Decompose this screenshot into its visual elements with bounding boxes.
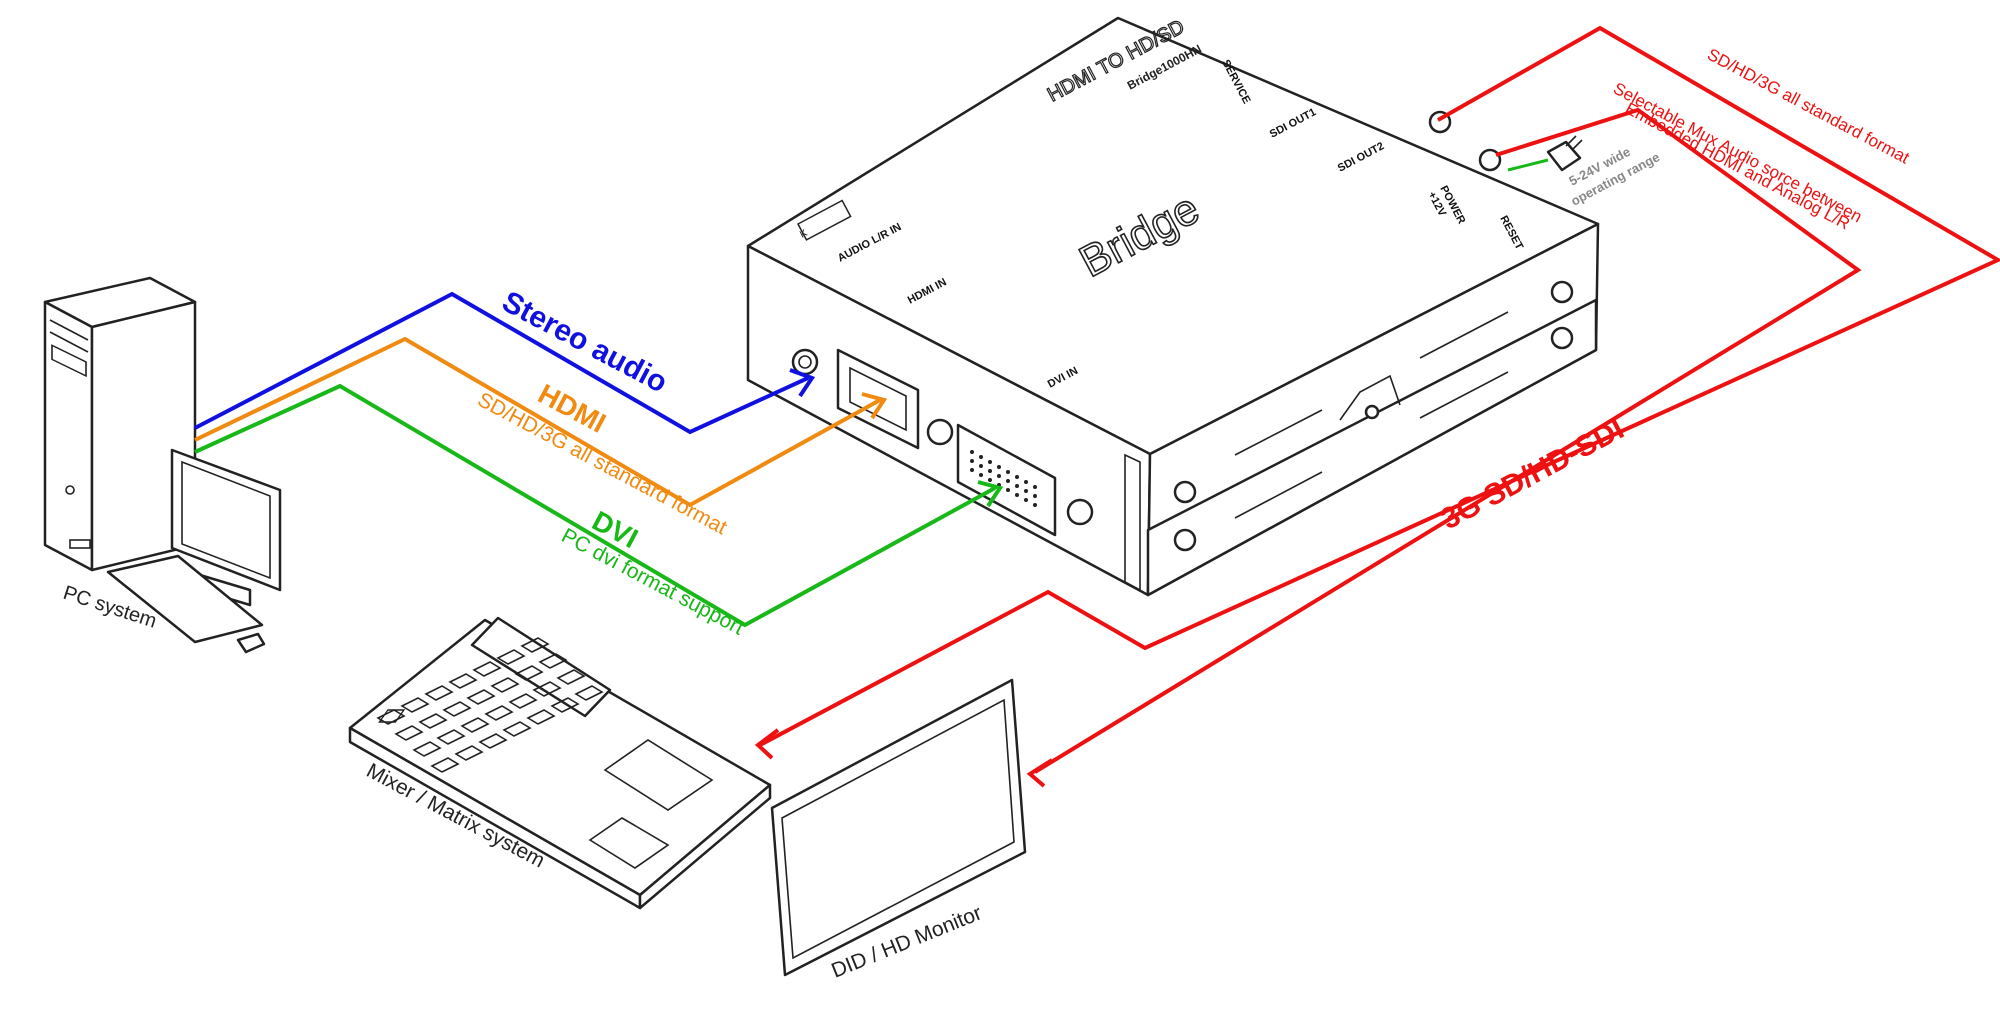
power-adapter-icon (1507, 135, 1583, 172)
dvi-pin (997, 465, 1001, 469)
dvi-screw-left (926, 418, 954, 446)
mixer-keys (376, 637, 604, 773)
mixer-key (490, 677, 520, 693)
mixer-key (436, 729, 466, 745)
dvi-pin (970, 450, 974, 454)
mixer-key (520, 637, 550, 653)
device-logo: K (796, 199, 852, 241)
mixer-key (556, 669, 586, 685)
mixer-key (376, 709, 406, 725)
hdmi-cable (194, 336, 888, 508)
pc-tower (43, 276, 197, 572)
mixer-key (460, 717, 490, 733)
sdi-out2-connector (1478, 148, 1502, 172)
dvi-pin (988, 460, 992, 464)
dvi-in-port[interactable] (956, 423, 1057, 537)
mixer-key (484, 705, 514, 721)
mixer-key (574, 685, 604, 701)
screw-icon (1550, 326, 1574, 350)
dvi-pin (979, 464, 983, 468)
side-vents (1234, 311, 1509, 519)
mixer-key (454, 745, 484, 761)
dvi-cable (194, 383, 1004, 628)
dvi-pin (1033, 494, 1037, 498)
dvi-pin (1015, 475, 1019, 479)
sdi-out1-cable (754, 25, 2000, 760)
dvi-pin (1033, 485, 1037, 489)
dvi-pin (1033, 503, 1037, 507)
dvi-pin (1024, 480, 1028, 484)
dvi-pin (997, 474, 1001, 478)
dvi-pin (988, 478, 992, 482)
dvi-formats-label: PC dvi format support (558, 524, 748, 640)
mixer-key (442, 701, 472, 717)
hd-monitor: DID / HD Monitor (770, 678, 1027, 983)
dvi-pin (1015, 493, 1019, 497)
mixer-key (502, 721, 532, 737)
dvi-pin (970, 468, 974, 472)
mixer-key (430, 757, 460, 773)
screw-icon (1173, 528, 1197, 552)
stereo-audio-label: Stereo audio (497, 285, 673, 399)
mixer-key (550, 697, 580, 713)
dvi-pin (988, 469, 992, 473)
pc-keyboard (106, 554, 266, 654)
sdi-out2-cable (1026, 107, 1862, 788)
mixer-key (472, 661, 502, 677)
screw-icon (1550, 280, 1574, 304)
mixer-key (466, 689, 496, 705)
mixer-key (418, 713, 448, 729)
mixer-key (538, 653, 568, 669)
bridge-device: K AUDIO L/R IN HDMI IN DVI IN HDMI TO HD… (746, 15, 1600, 597)
dvi-pins (970, 450, 1037, 507)
dvi-pin (1006, 488, 1010, 492)
dvi-pin (1024, 498, 1028, 502)
sdi-label: 3G SD/HD-SDI (1436, 412, 1630, 536)
mixer-key (448, 673, 478, 689)
mixer-key (400, 697, 430, 713)
mixer-key (478, 733, 508, 749)
mixer-matrix-system: Mixer / Matrix system (348, 616, 772, 910)
mixer-key (496, 649, 526, 665)
screw-icon (1173, 480, 1197, 504)
mixer-key (514, 665, 544, 681)
mixer-key (532, 681, 562, 697)
pc-monitor (170, 448, 282, 607)
pc-system: PC system (43, 276, 282, 654)
stereo-audio-cable (194, 291, 816, 435)
dvi-pin (1006, 479, 1010, 483)
mixer-key (508, 693, 538, 709)
dvi-pin (970, 459, 974, 463)
dvi-pin (1015, 484, 1019, 488)
dvi-pin (979, 473, 983, 477)
dvi-pin (979, 455, 983, 459)
mixer-key (424, 685, 454, 701)
svg-text:K: K (798, 228, 809, 241)
mixer-key (412, 741, 442, 757)
mixer-key (394, 725, 424, 741)
dvi-pin (1024, 489, 1028, 493)
dvi-screw-right (1066, 498, 1094, 526)
mixer-key (526, 709, 556, 725)
dvi-pin (1006, 470, 1010, 474)
screw-icon (1364, 404, 1380, 420)
